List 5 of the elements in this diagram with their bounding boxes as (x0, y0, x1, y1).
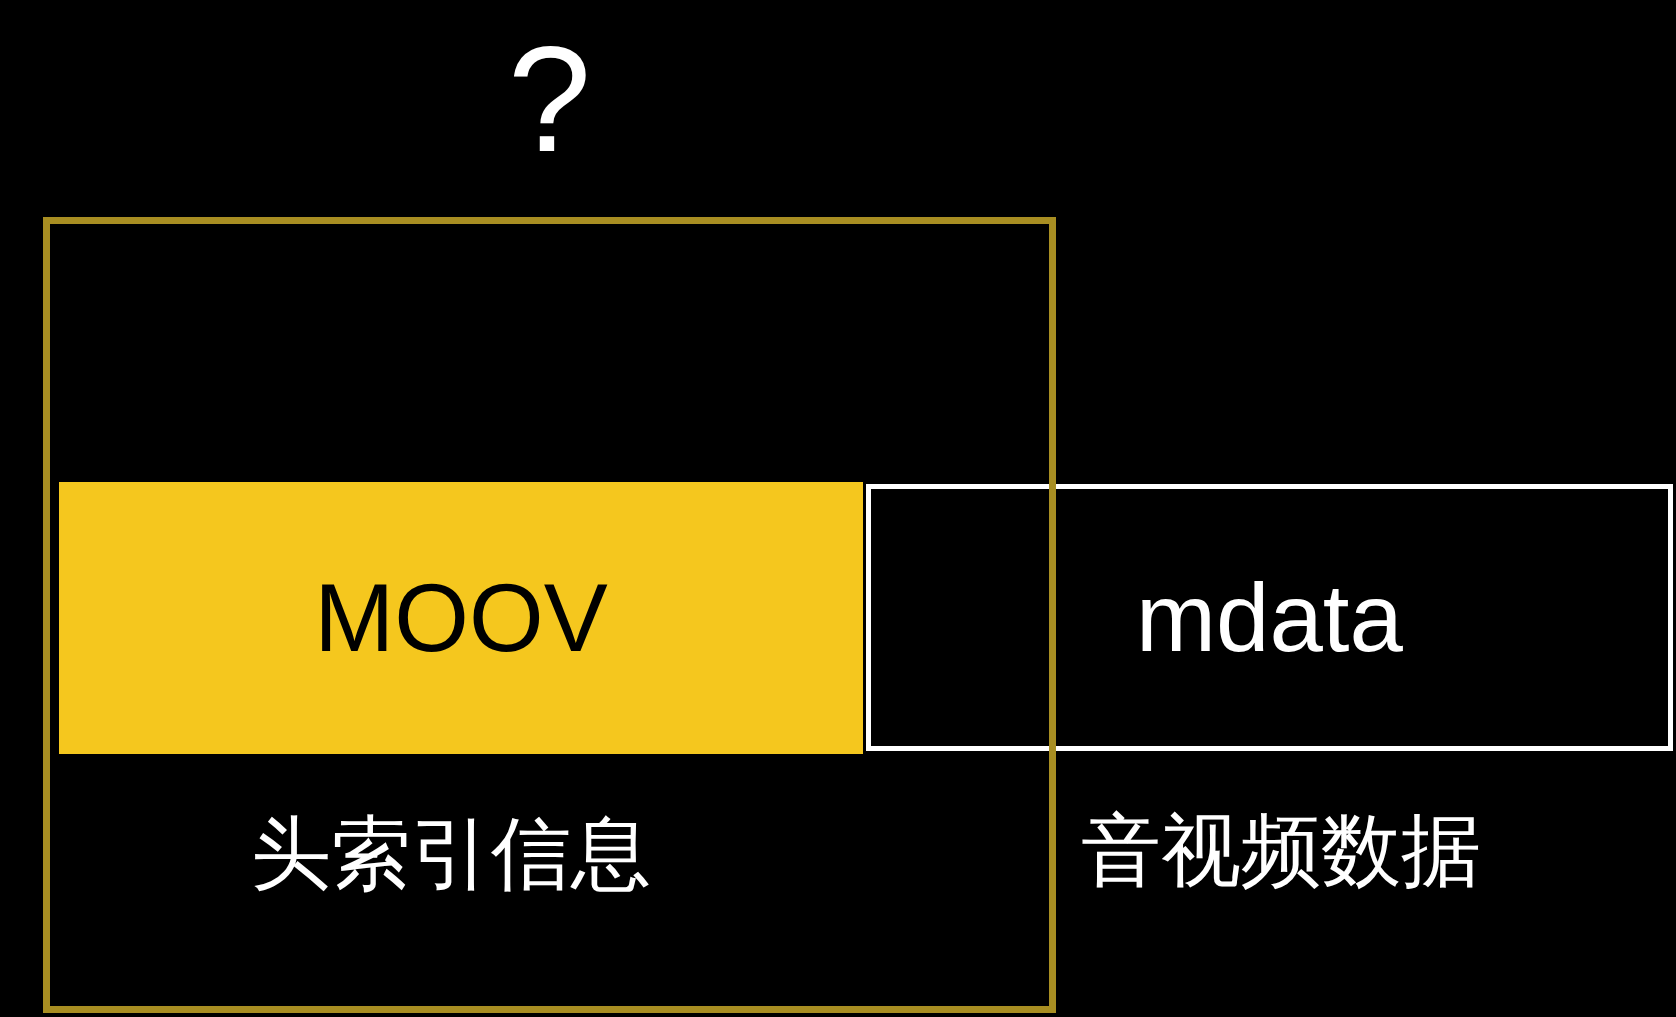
block-caption: 音视频数据 (1081, 811, 1481, 891)
block-label: mdata (1135, 569, 1404, 666)
question-mark: ? (506, 24, 593, 174)
block-caption: 头索引信息 (251, 814, 651, 894)
block-label: MOOV (313, 570, 609, 666)
